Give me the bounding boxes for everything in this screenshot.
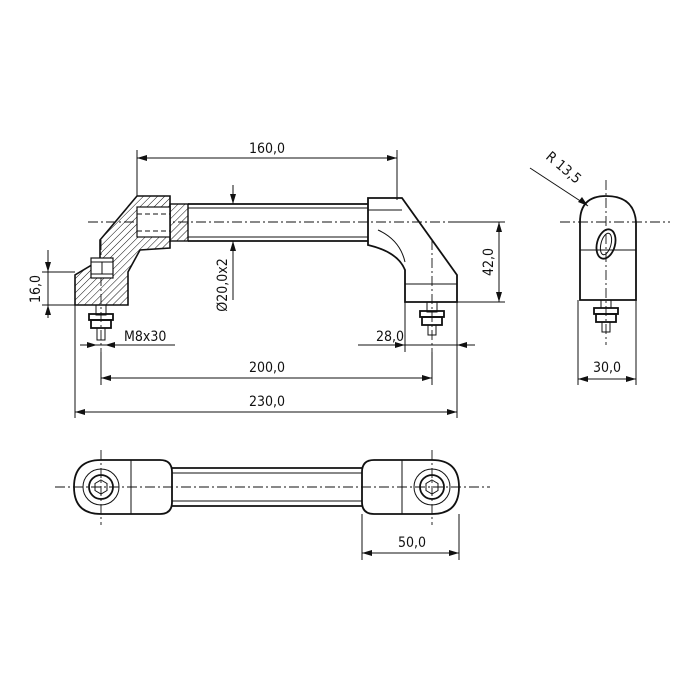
dim-tube-label: Ø20,0x2 xyxy=(215,258,231,311)
right-pad xyxy=(361,459,460,515)
dimension-200: 200,0 xyxy=(100,352,433,385)
dim-50-label: 50,0 xyxy=(398,535,426,551)
dimension-50: 50,0 xyxy=(361,514,460,560)
dimension-radius: R 13,5 xyxy=(529,149,589,207)
front-view xyxy=(74,195,505,352)
tube-hole xyxy=(595,228,617,260)
side-view xyxy=(560,180,670,345)
dim-28-label: 28,0 xyxy=(376,329,404,345)
dimension-230: 230,0 xyxy=(74,305,458,418)
dimension-28: 28,0 xyxy=(358,302,475,352)
tube xyxy=(169,203,368,242)
dim-radius-label: R 13,5 xyxy=(542,149,584,187)
dimension-thread: M8x30 xyxy=(80,329,175,348)
dimension-42: 42,0 xyxy=(457,221,505,303)
dimension-16: 16,0 xyxy=(28,250,75,318)
dimension-160: 160,0 xyxy=(136,141,398,200)
left-pad xyxy=(73,459,173,515)
dim-230-label: 230,0 xyxy=(249,394,285,410)
dim-160-label: 160,0 xyxy=(249,141,285,157)
left-nut xyxy=(88,304,114,341)
dim-16-label: 16,0 xyxy=(28,275,44,303)
dimension-30: 30,0 xyxy=(577,300,637,385)
top-view xyxy=(55,450,490,525)
dim-42-label: 42,0 xyxy=(481,248,497,276)
dim-30-label: 30,0 xyxy=(593,360,621,376)
dim-thread-label: M8x30 xyxy=(124,329,166,345)
right-nut xyxy=(419,301,445,336)
right-leg xyxy=(367,197,458,303)
dim-200-label: 200,0 xyxy=(249,360,285,376)
dimension-tube-diameter: Ø20,0x2 xyxy=(215,185,236,312)
